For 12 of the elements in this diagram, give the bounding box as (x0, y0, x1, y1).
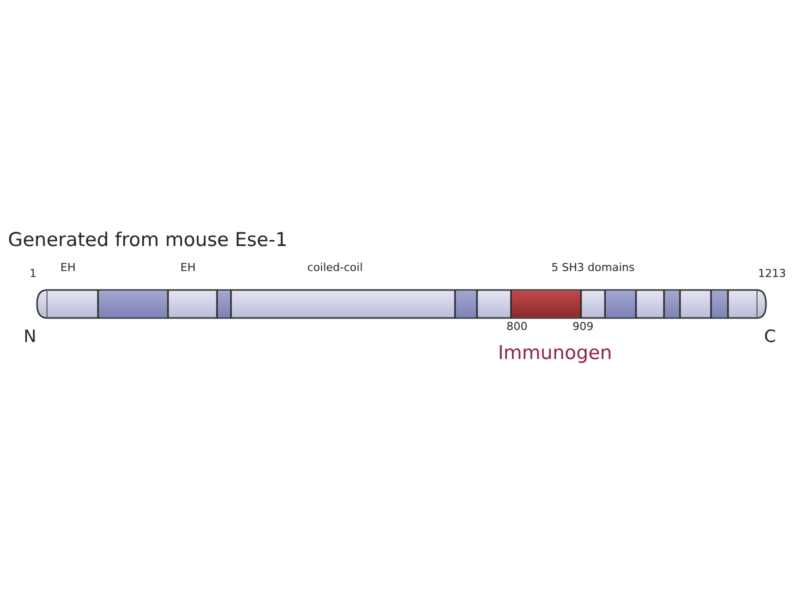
residue-number: 909 (572, 321, 594, 332)
domain-label: EH (60, 262, 76, 273)
residue-number: 1213 (758, 268, 786, 279)
terminus-label: N (24, 329, 36, 346)
immunogen-label: Immunogen (498, 344, 612, 363)
residue-number: 1 (30, 268, 36, 279)
domain-label: 5 SH3 domains (551, 262, 635, 273)
domain-label: EH (180, 262, 196, 273)
residue-number: 800 (506, 321, 528, 332)
domain-label: coiled-coil (307, 262, 363, 273)
terminus-label: C (764, 329, 776, 346)
title: Generated from mouse Ese-1 (8, 231, 288, 250)
